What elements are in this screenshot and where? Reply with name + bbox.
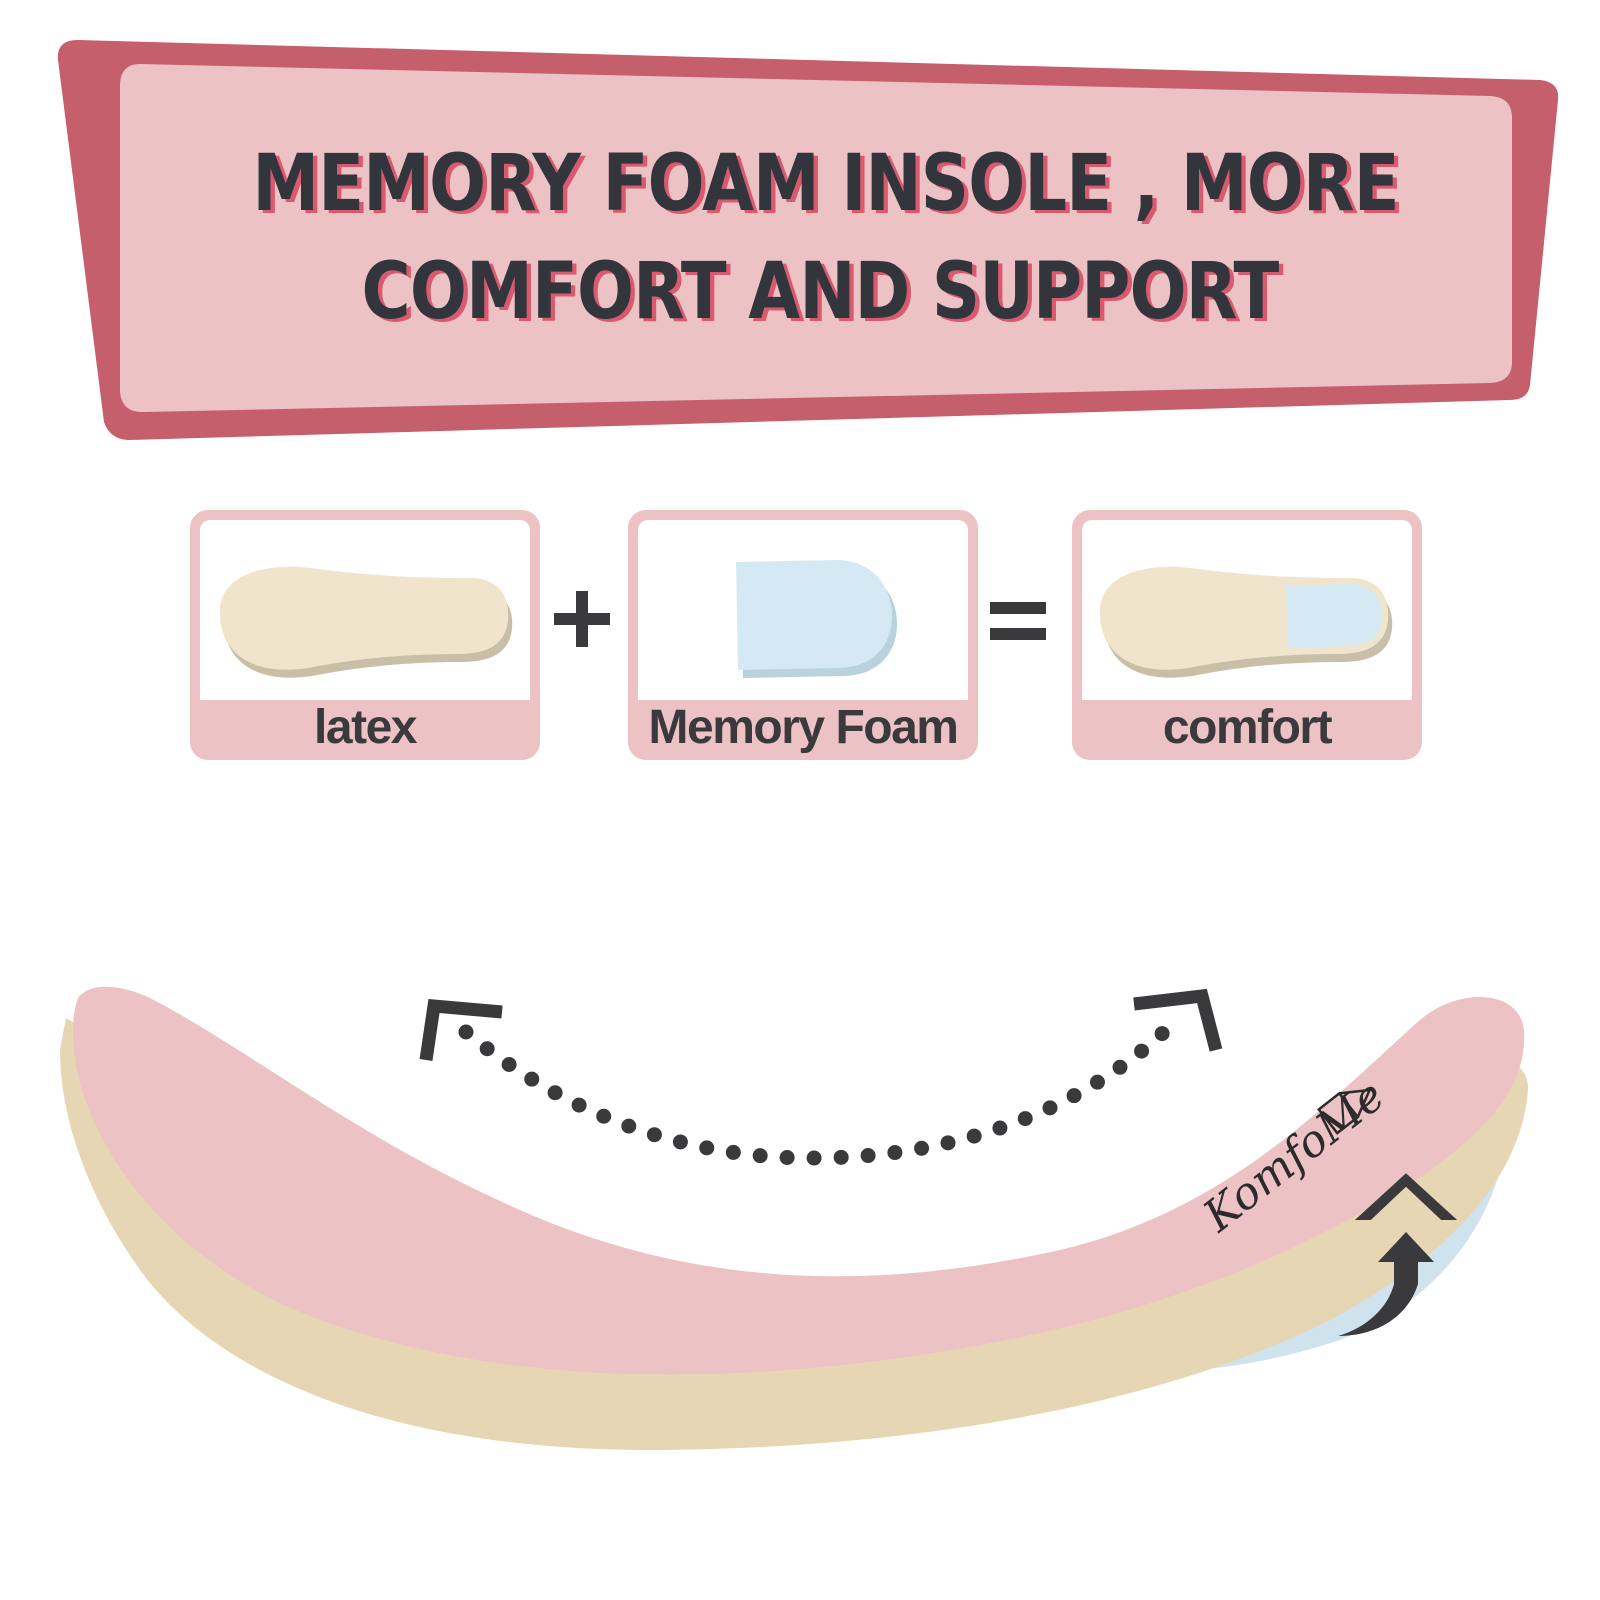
title-banner: MEMORY FOAM INSOLE , MORE COMFORT AND SU… — [0, 0, 1600, 460]
flex-arrow-icon — [419, 988, 1223, 1166]
banner-background — [57, 40, 1559, 440]
headline-line-1: MEMORY FOAM INSOLE , MORE — [252, 139, 1399, 229]
combined-insole-icon — [1099, 566, 1393, 678]
memory-foam-pad-icon — [736, 560, 897, 678]
upward-curved-arrow-icon — [1338, 1173, 1458, 1336]
latex-card: latex — [190, 510, 540, 760]
comfort-image — [1082, 520, 1412, 700]
insole-top-layer — [73, 986, 1525, 1375]
memory-foam-label: Memory Foam — [648, 701, 959, 754]
comfort-label: comfort — [1162, 701, 1333, 754]
memory-foam-card: Memory Foam — [628, 510, 978, 760]
latex-label: latex — [314, 701, 417, 754]
latex-insole-icon — [219, 566, 513, 678]
comfort-card: comfort — [1072, 510, 1422, 760]
headline: MEMORY FOAM INSOLE , MORE COMFORT AND SU… — [252, 130, 1399, 346]
memory-foam-image — [638, 520, 968, 700]
equals-icon — [990, 602, 1046, 640]
plus-icon — [554, 591, 610, 647]
bent-insole-illustration: KomfoMe — [60, 986, 1529, 1451]
latex-image — [200, 520, 530, 700]
headline-line-2: COMFORT AND SUPPORT — [361, 247, 1280, 337]
